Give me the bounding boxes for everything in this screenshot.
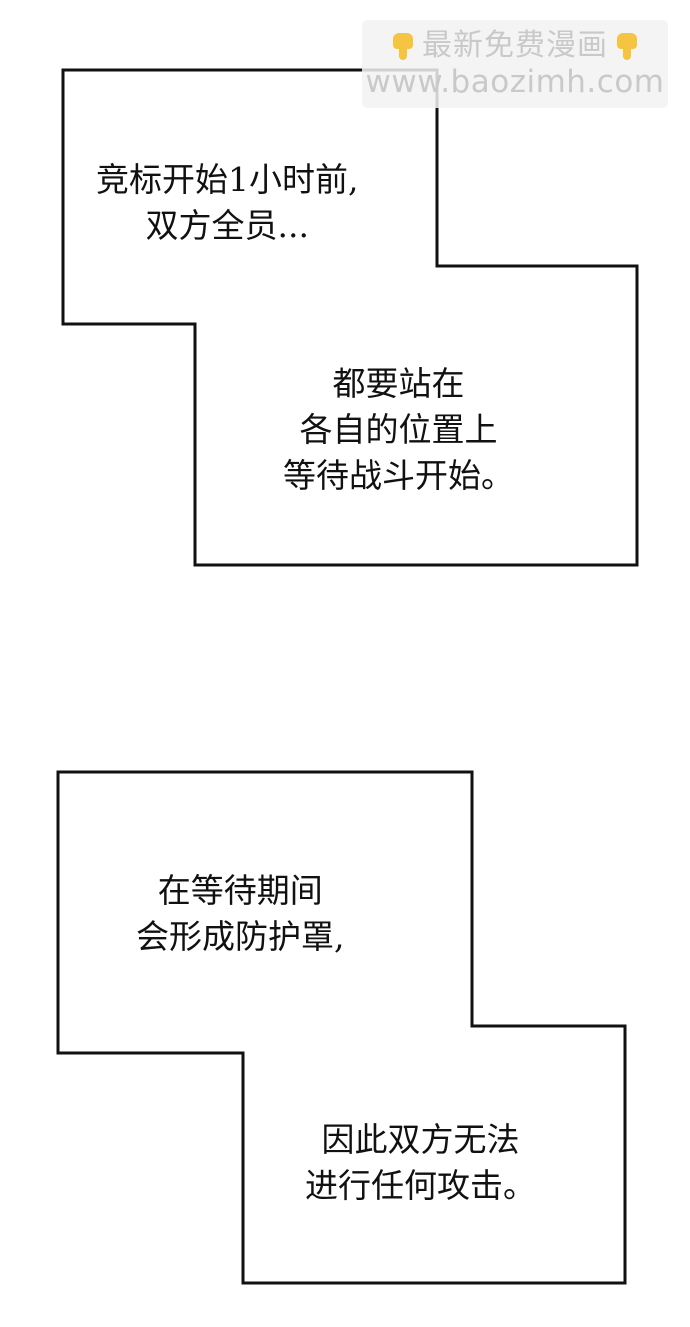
caption-line: 在等待期间 (157, 871, 323, 910)
caption-1a: 竞标开始1小时前, 双方全员... (96, 157, 359, 249)
caption-line: 都要站在 (332, 364, 465, 403)
caption-line: 等待战斗开始。 (283, 456, 514, 495)
watermark-title: 最新免费漫画 (422, 28, 608, 63)
caption-line: 各自的位置上 (299, 410, 498, 449)
caption-box-1 (61, 68, 639, 567)
caption-line: 进行任何攻击。 (305, 1166, 536, 1205)
watermark-title-row: 最新免费漫画 (390, 28, 640, 64)
caption-box-2 (56, 770, 627, 1285)
caption-2b: 因此双方无法 进行任何攻击。 (305, 1117, 536, 1209)
caption-line: 竞标开始1小时前, (96, 160, 359, 199)
caption-line: 会形成防护罩, (136, 917, 345, 956)
watermark-url: www.baozimh.com (365, 64, 665, 100)
caption-2a: 在等待期间 会形成防护罩, (136, 868, 345, 960)
watermark: 最新免费漫画 www.baozimh.com (362, 20, 668, 108)
caption-line: 因此双方无法 (321, 1120, 520, 1159)
caption-1b: 都要站在 各自的位置上 等待战斗开始。 (283, 361, 514, 499)
caption-line: 双方全员... (145, 206, 309, 245)
pointing-down-hand-icon (390, 31, 416, 61)
pointing-down-hand-icon (614, 31, 640, 61)
